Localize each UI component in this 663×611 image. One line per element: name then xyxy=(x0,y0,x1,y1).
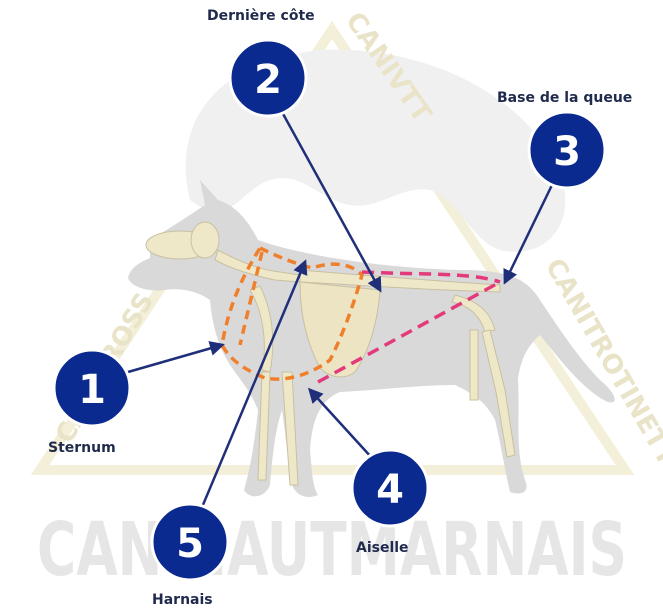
marker-2-number: 2 xyxy=(254,57,282,103)
label-sternum: Sternum xyxy=(48,440,116,456)
label-harnais: Harnais xyxy=(152,592,213,608)
label-aiselle: Aiselle xyxy=(356,540,409,556)
marker-4: 4 xyxy=(352,450,428,526)
marker-5-number: 5 xyxy=(176,521,204,567)
marker-3-number: 3 xyxy=(553,129,581,175)
arrow-4 xyxy=(310,390,372,458)
marker-5: 5 xyxy=(152,504,228,580)
marker-1: 1 xyxy=(54,350,130,426)
arrow-1 xyxy=(128,345,222,372)
marker-4-number: 4 xyxy=(376,467,404,513)
marker-3: 3 xyxy=(529,112,605,188)
label-derniere-cote: Dernière côte xyxy=(207,8,315,24)
marker-2: 2 xyxy=(230,40,306,116)
marker-1-number: 1 xyxy=(78,367,106,413)
watermark-bottom: CANIHAUTMARNAIS xyxy=(37,507,627,593)
label-base-queue: Base de la queue xyxy=(497,90,632,106)
